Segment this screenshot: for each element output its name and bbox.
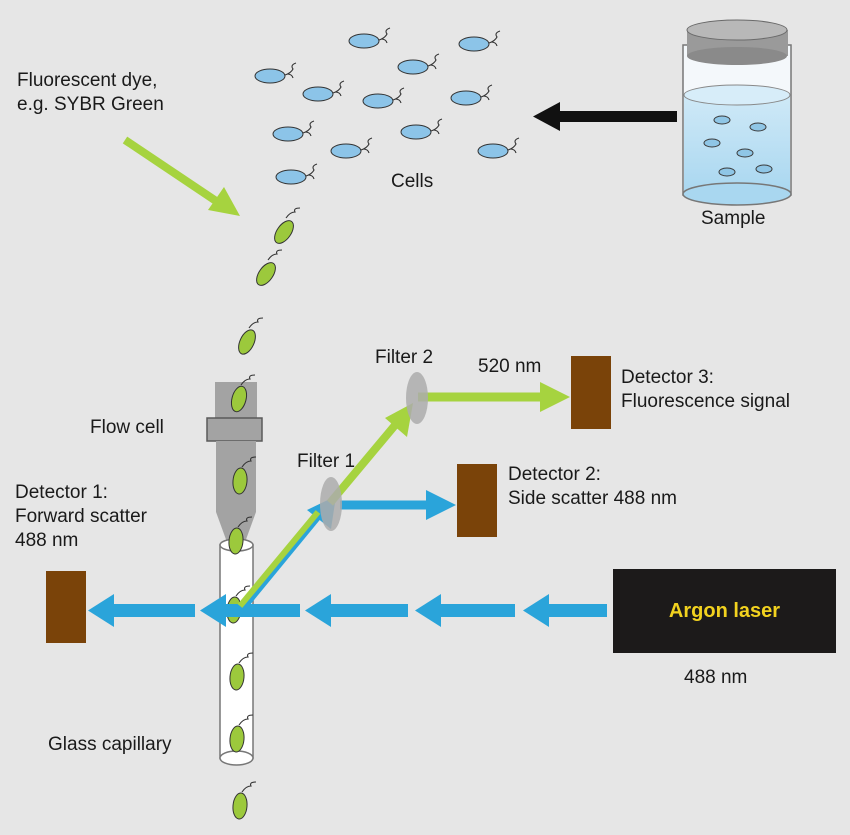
filter-2 [406,372,428,424]
cell [477,137,520,159]
dye-label: Fluorescent dye, e.g. SYBR Green [17,70,164,115]
cell [450,84,493,106]
detector-3-label: Detector 3: Fluorescence signal [621,367,790,412]
stained-cell [274,207,301,244]
laser-arrow [523,594,607,627]
stained-cell [229,652,254,691]
stained-cell [256,249,283,286]
dye-arrow [122,136,240,216]
argon-laser: Argon laser [613,569,836,653]
cell [254,62,297,84]
filter-1 [320,477,342,531]
stained-cell [230,374,256,413]
stained-cell [228,516,253,555]
flow-cell-label: Flow cell [90,417,164,438]
cell [302,80,345,102]
detector-1-label: Detector 1: Forward scatter 488 nm [15,482,147,551]
jar-cells [703,115,773,177]
cells-label: Cells [391,171,434,192]
sample-label: Sample [701,208,766,229]
filter-2-label: Filter 2 [375,347,434,368]
cell [272,120,315,142]
laser-arrow [415,594,515,627]
stained-cell [238,317,264,355]
fluorescence-beam [237,382,570,608]
cell [397,53,440,75]
unstained-cells [254,27,520,185]
glass-capillary-label: Glass capillary [48,734,172,755]
detector-1 [46,571,86,643]
laser-beam [88,594,607,627]
argon-laser-label: Argon laser [668,599,781,622]
filter-1-label: Filter 1 [297,451,356,472]
cell [362,87,405,109]
cell [275,163,318,185]
cell [348,27,391,49]
cell [458,30,501,52]
sample-arrow [533,102,677,131]
detector-2 [457,464,497,537]
sample-jar [682,19,792,206]
laser-arrow [88,594,195,627]
stained-cell [232,456,257,495]
cell [400,118,443,140]
side-scatter-beam [236,490,456,613]
wavelength-520-label: 520 nm [478,356,542,377]
stained-cell [232,781,257,820]
glass-capillary [219,538,254,766]
laser-arrow [305,594,408,627]
cell [330,137,373,159]
stained-cell [229,714,254,753]
detector-2-label: Detector 2: Side scatter 488 nm [508,464,677,509]
detector-3 [571,356,611,429]
laser-wavelength-label: 488 nm [684,667,748,688]
